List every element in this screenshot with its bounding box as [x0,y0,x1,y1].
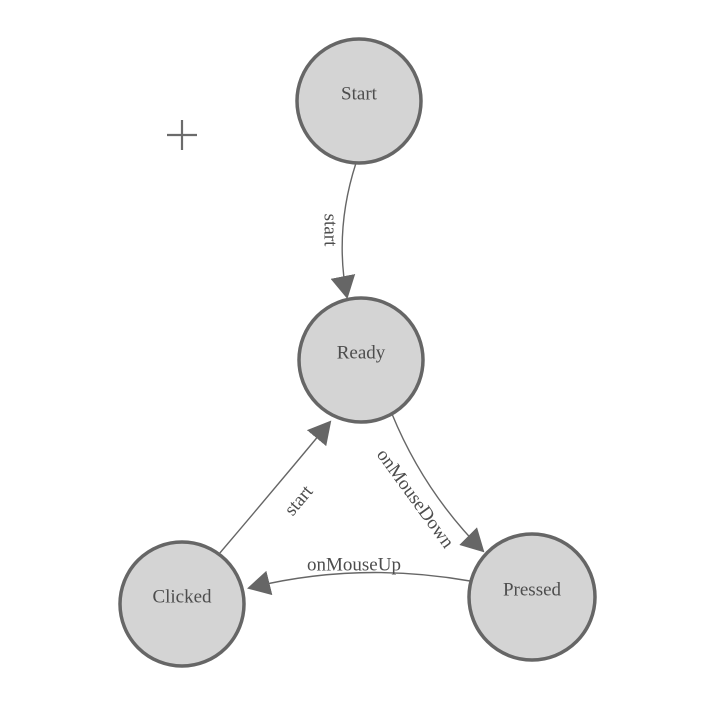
node-label-start: Start [341,84,378,105]
edge-clicked-to-ready[interactable] [218,420,332,555]
node-clicked[interactable] [118,540,246,668]
node-label-ready: Ready [337,343,386,364]
node-pressed[interactable] [467,532,597,662]
node-label-clicked: Clicked [152,587,212,608]
edge-pressed-to-clicked[interactable] [247,570,471,596]
node-start[interactable] [295,37,423,165]
edge-label-clicked-to-ready: start [280,481,318,520]
edge-label-start-to-ready: start [319,214,340,247]
edge-ready-to-pressed[interactable] [391,413,485,553]
edge-start-to-ready[interactable] [330,162,357,299]
edge-label-pressed-to-clicked: onMouseUp [307,555,401,576]
node-ready[interactable] [297,296,425,424]
node-label-pressed: Pressed [503,580,562,601]
plus-crosshair-cursor [167,120,197,150]
cursor-layer [167,120,197,150]
